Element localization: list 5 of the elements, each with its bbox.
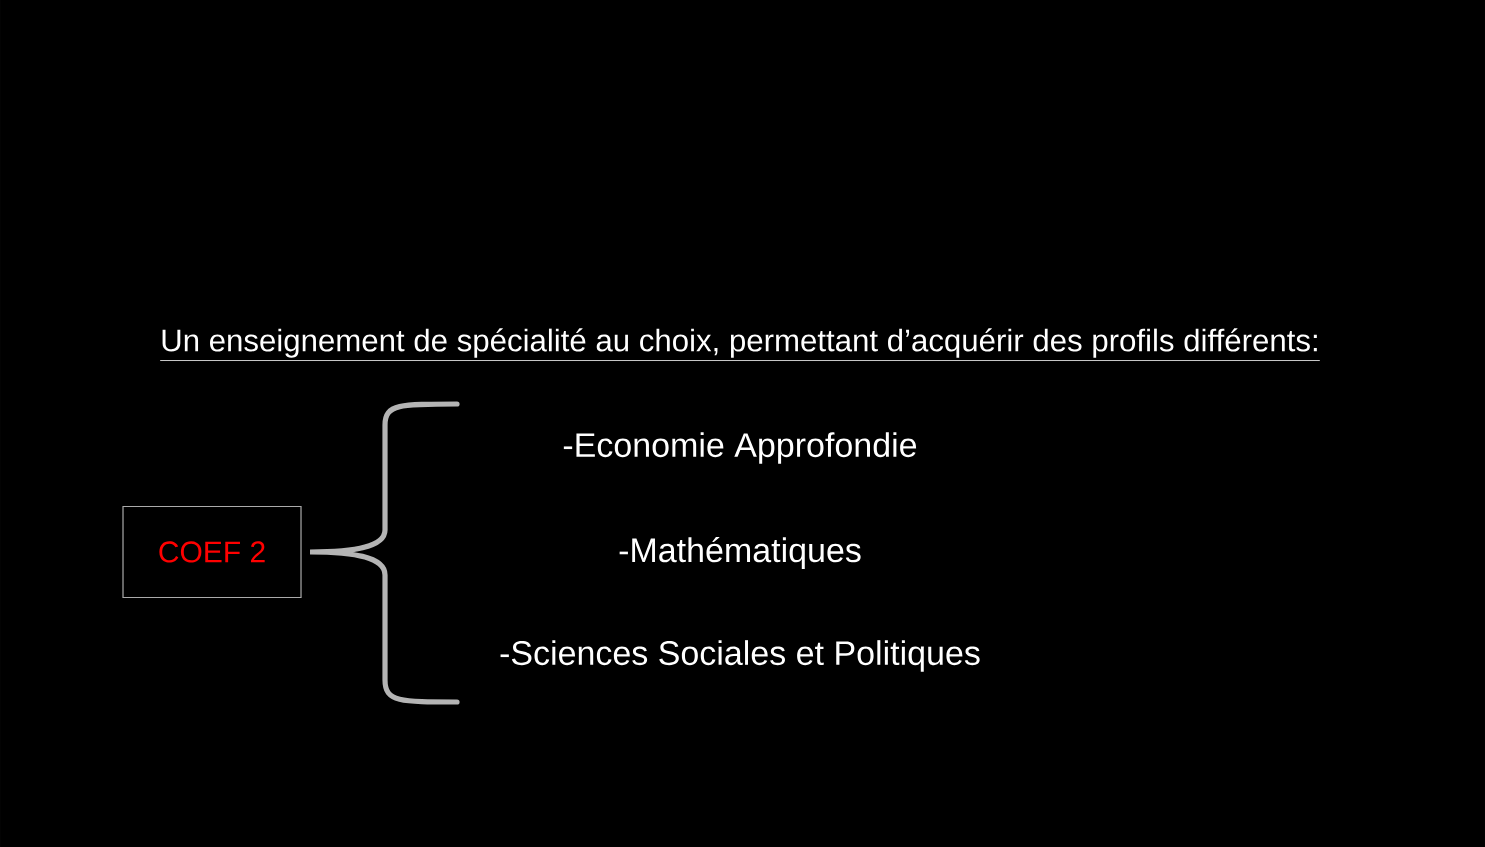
subject-item: -Mathématiques — [619, 536, 861, 570]
subject-item: -Economie Approfondie — [563, 432, 917, 464]
slide-title: Un enseignement de spécialité au choix, permettant d’acquérir des profils différents: — [159, 328, 1321, 361]
coefficient-box: COEF 2 — [122, 505, 302, 599]
subject-item: -Sciences Sociales et Politiques — [500, 640, 980, 672]
